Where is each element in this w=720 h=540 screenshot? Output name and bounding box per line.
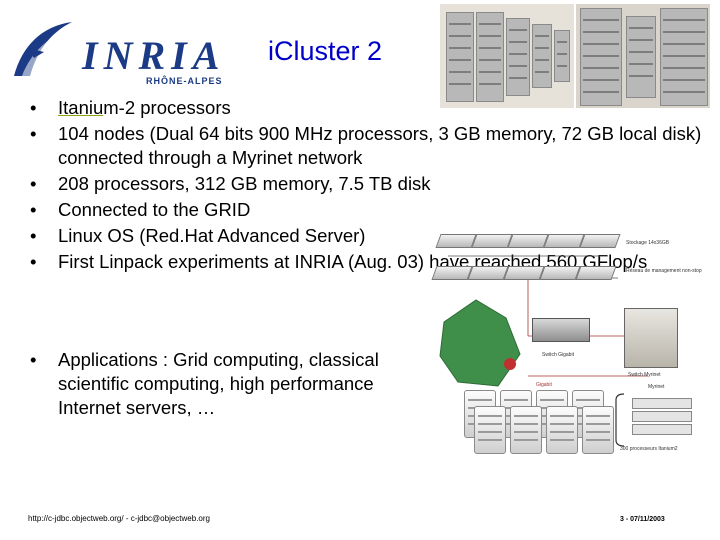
diagram-label: 300 processeurs Itanium2 xyxy=(620,446,678,452)
logo-wordmark: INRIA xyxy=(82,33,226,78)
list-item: Applications : Grid computing, classical… xyxy=(28,348,388,420)
cluster-diagram: Stockage 14x36GB Réseau de management no… xyxy=(428,226,716,458)
logo-swirl-icon xyxy=(14,22,72,76)
highlighted-word: Itaniu xyxy=(58,97,104,118)
diagram-label: Switch Myrinet xyxy=(628,372,661,378)
list-item: 104 nodes (Dual 64 bits 900 MHz processo… xyxy=(28,122,708,170)
slide-title: iCluster 2 xyxy=(268,36,383,66)
diagram-label: Réseau de management non-stop xyxy=(626,268,702,274)
feature-list: Itanium-2 processors 104 nodes (Dual 64 … xyxy=(28,96,708,276)
inria-logo: INRIA RHÔNE-ALPES xyxy=(8,18,248,86)
footer-page-date: 3 - 07/11/2003 xyxy=(620,516,665,523)
list-item: Linux OS (Red.Hat Advanced Server) xyxy=(28,224,708,248)
logo-subtitle: RHÔNE-ALPES xyxy=(146,76,223,86)
cluster-photo-2 xyxy=(576,4,710,108)
footer-url: http://c-jdbc.objectweb.org/ - c-jdbc@ob… xyxy=(28,514,210,523)
diagram-label: Gigabit xyxy=(536,382,552,388)
rack-stack xyxy=(632,398,692,440)
diagram-label: Switch Gigabit xyxy=(542,352,574,358)
applications-list: Applications : Grid computing, classical… xyxy=(28,348,388,422)
diagram-label: Stockage 14x36GB xyxy=(626,240,670,246)
list-item: Connected to the GRID xyxy=(28,198,708,222)
list-item: 208 processors, 312 GB memory, 7.5 TB di… xyxy=(28,172,708,196)
diagram-label: Myrinet xyxy=(648,384,665,390)
list-item: Itanium-2 processors xyxy=(28,96,708,120)
gigabit-switch xyxy=(532,318,590,342)
myrinet-switch xyxy=(624,308,678,368)
cluster-photo-1 xyxy=(440,4,574,108)
